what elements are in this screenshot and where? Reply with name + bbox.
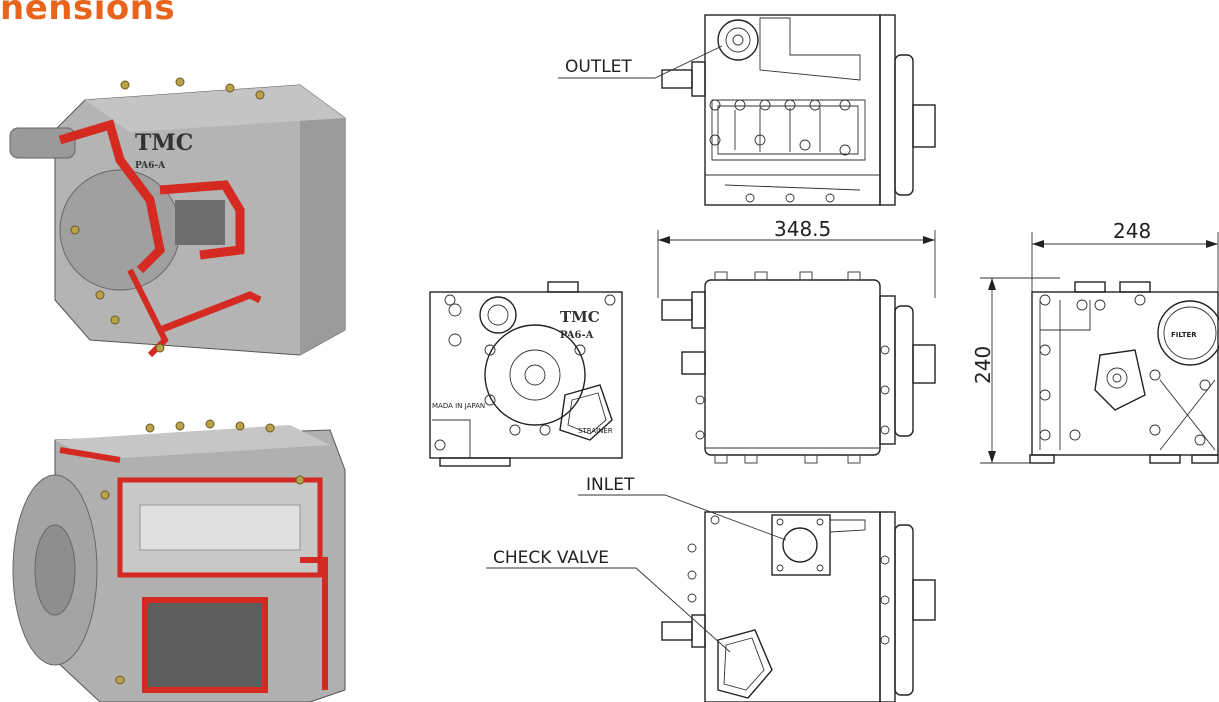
front-view-drawing [429,281,623,467]
front-brand-logo: TMC [560,308,600,326]
outlet-label: OUTLET [565,57,632,77]
side-view-drawing [661,271,936,464]
cutaway-photo-bottom [12,419,346,702]
filter-marking: FILTER [1171,331,1197,339]
front-model-mark: PA6-A [560,330,594,341]
end-view-drawing [1029,281,1219,464]
bottom-view-drawing [661,511,936,702]
top-view-drawing [661,14,936,206]
height-dimension [980,277,1060,464]
width-dimension-value: 248 [1113,219,1151,243]
cutaway-model-mark: PA6-A [135,161,166,171]
width-dimension [1031,232,1219,292]
inlet-leader-line [578,494,787,541]
cutaway-brand-logo: TMC [135,130,193,156]
height-dimension-value: 240 [971,346,995,384]
outlet-leader-line [558,45,723,79]
length-dimension-value: 348.5 [774,217,831,241]
check-valve-leader-line [486,567,731,653]
cutaway-photo-top: TMC PA6-A [9,77,346,358]
check-valve-label: CHECK VALVE [493,548,609,568]
page-heading: nensions [0,0,176,28]
length-dimension [657,230,936,298]
strainer-plate-marking: STRAINER [578,427,613,435]
inlet-label: INLET [586,475,635,495]
origin-marking: MADA IN JAPAN [432,402,485,410]
